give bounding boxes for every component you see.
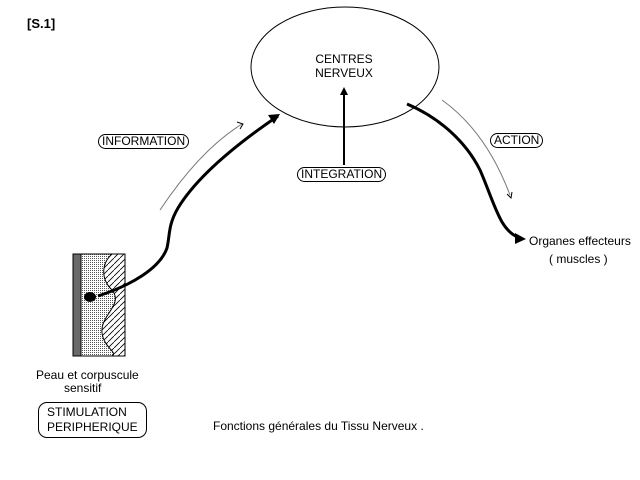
ref-label: [S.1] xyxy=(27,16,56,31)
information-arrow xyxy=(159,123,243,211)
stimulation-line2: PERIPHERIQUE xyxy=(47,420,138,434)
stimulation-line1: STIMULATION xyxy=(47,405,127,419)
centres-label-line2: NERVEUX xyxy=(315,66,373,80)
action-arrow xyxy=(441,99,511,196)
stimulation-box: STIMULATION PERIPHERIQUE xyxy=(38,402,147,438)
diagram-caption: Fonctions générales du Tissu Nerveux . xyxy=(213,419,424,433)
information-label: INFORMATION xyxy=(98,134,190,149)
integration-label: INTEGRATION xyxy=(297,167,387,182)
corpuscle-dot xyxy=(84,292,96,302)
skin-corpuscle-illustration xyxy=(72,253,126,357)
effecteurs-label-line2: ( muscles ) xyxy=(549,252,608,266)
centres-label-line1: CENTRES xyxy=(315,52,373,66)
action-label: ACTION xyxy=(490,133,544,148)
peau-label-line2: sensitif xyxy=(64,381,102,395)
peau-label-line1: Peau et corpuscule xyxy=(36,368,139,382)
effecteurs-label-line1: Organes effecteurs xyxy=(529,234,631,248)
efferent-pathway-arrow xyxy=(406,102,521,240)
afferent-pathway-arrow xyxy=(97,114,279,298)
